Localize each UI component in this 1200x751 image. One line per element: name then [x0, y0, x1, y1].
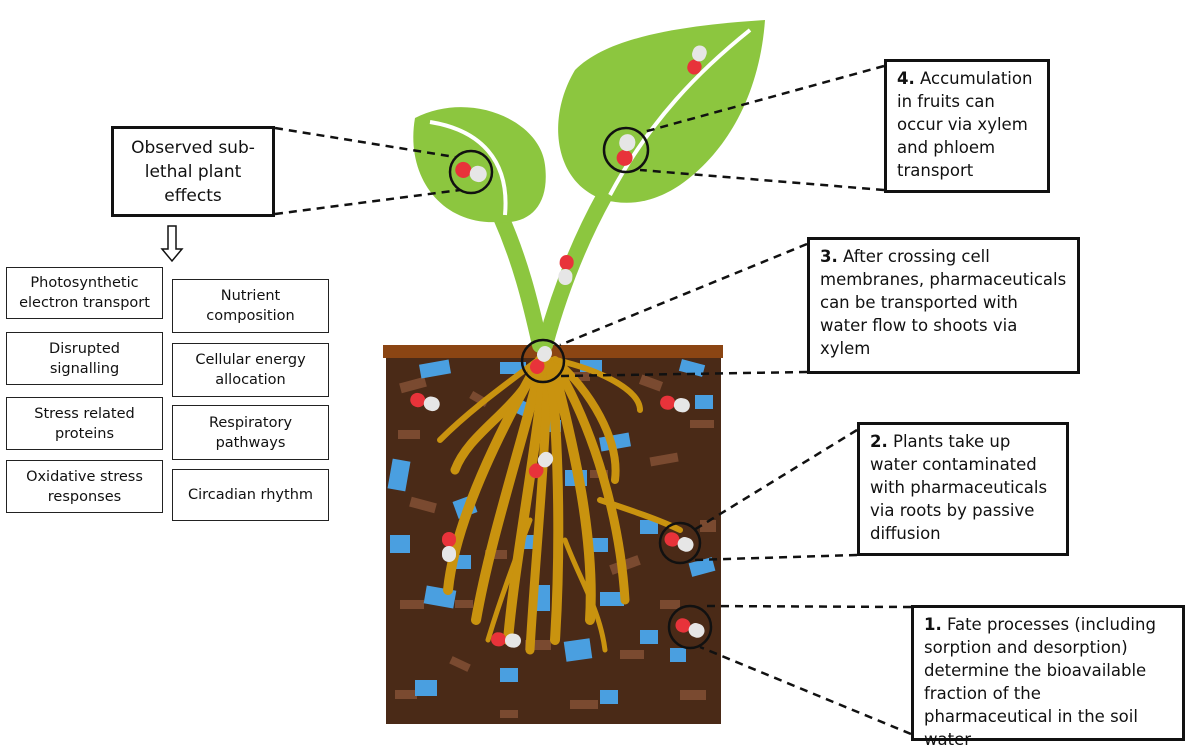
circle-leaf-left: [448, 149, 494, 195]
step-text: Accumulation in fruits can occur via xyl…: [897, 69, 1033, 180]
effect-label: Cellular energy allocation: [195, 352, 306, 388]
step-number: 4.: [897, 69, 915, 88]
stem-left: [492, 207, 548, 353]
effect-label: Stress related proteins: [34, 405, 135, 442]
water-patches: [387, 359, 716, 704]
step-text: Plants take up water contaminated with p…: [870, 432, 1048, 543]
step-text: Fate processes (including sorption and d…: [924, 615, 1156, 749]
circle-soil-side: [658, 521, 702, 565]
step-number: 3.: [820, 247, 838, 266]
pill-soil-right: [660, 395, 690, 413]
leader-step2-top: [693, 428, 858, 532]
step-number: 2.: [870, 432, 888, 451]
effects-title: Observed sub-lethal plant effects: [131, 137, 255, 206]
effect-photosynthetic: Photosynthetic electron transport: [6, 267, 163, 319]
leader-effects-bottom: [274, 188, 461, 216]
step-text: After crossing cell membranes, pharmaceu…: [820, 247, 1067, 358]
down-arrow-icon: [160, 225, 184, 263]
circle-soil-deep: [667, 604, 713, 650]
step-2-box: 2. Plants take up water contaminated wit…: [857, 422, 1069, 556]
circle-root-top: [520, 338, 566, 384]
pill-leaf-right: [616, 134, 636, 166]
pill-root-mid: [528, 451, 554, 479]
effect-stress-proteins: Stress related proteins: [6, 397, 163, 450]
effect-label: Nutrient composition: [206, 288, 295, 324]
roots: [437, 355, 683, 655]
leader-step1-top: [701, 604, 912, 609]
pill-soil-side: [664, 532, 694, 552]
pill-soil-vertical: [442, 532, 456, 562]
leader-step3-top: [559, 242, 808, 347]
effect-signalling: Disrupted signalling: [6, 332, 163, 385]
effect-label: Disrupted signalling: [49, 340, 120, 377]
leader-step1-bottom: [699, 645, 912, 736]
soil-top-strip: [383, 345, 723, 358]
plant-shoot: [413, 20, 765, 353]
pill-soil-deep: [675, 618, 705, 638]
leaf-left-vein: [429, 120, 508, 216]
effect-label: Photosynthetic electron transport: [19, 275, 150, 311]
leader-step4-top: [639, 64, 885, 135]
leaf-right-vein: [608, 28, 752, 196]
step-4-box: 4. Accumulation in fruits can occur via …: [884, 59, 1050, 193]
leader-lines: [274, 64, 912, 736]
highlight-circles: [448, 126, 713, 650]
effect-label: Oxidative stress responses: [26, 468, 143, 505]
effect-label: Circadian rhythm: [187, 487, 314, 503]
effects-title-box: Observed sub-lethal plant effects: [111, 126, 275, 217]
leader-effects-top: [274, 126, 456, 159]
effect-energy: Cellular energy allocation: [172, 343, 329, 397]
pill-soil-bottom: [491, 632, 521, 648]
effect-circadian: Circadian rhythm: [172, 469, 329, 521]
pill-leaf-right-top: [687, 45, 707, 75]
pill-soil-left: [410, 392, 440, 412]
effect-nutrient: Nutrient composition: [172, 279, 329, 333]
step-number: 1.: [924, 615, 942, 634]
effect-label: Respiratory pathways: [208, 414, 293, 451]
leaf-left: [413, 107, 546, 223]
step-1-box: 1. Fate processes (including sorption an…: [911, 605, 1185, 749]
step-3-box: 3. After crossing cell membranes, pharma…: [807, 237, 1080, 374]
pill-leaf-left: [455, 161, 487, 183]
pills: [410, 45, 707, 648]
circle-leaf-right: [602, 126, 650, 174]
leaf-right: [558, 20, 765, 203]
stem-right: [537, 187, 613, 353]
pill-stem: [558, 255, 574, 285]
effect-respiratory: Respiratory pathways: [172, 405, 329, 460]
pill-root-top: [530, 346, 552, 374]
effect-oxidative: Oxidative stress responses: [6, 460, 163, 513]
soil-patches: [395, 372, 716, 718]
